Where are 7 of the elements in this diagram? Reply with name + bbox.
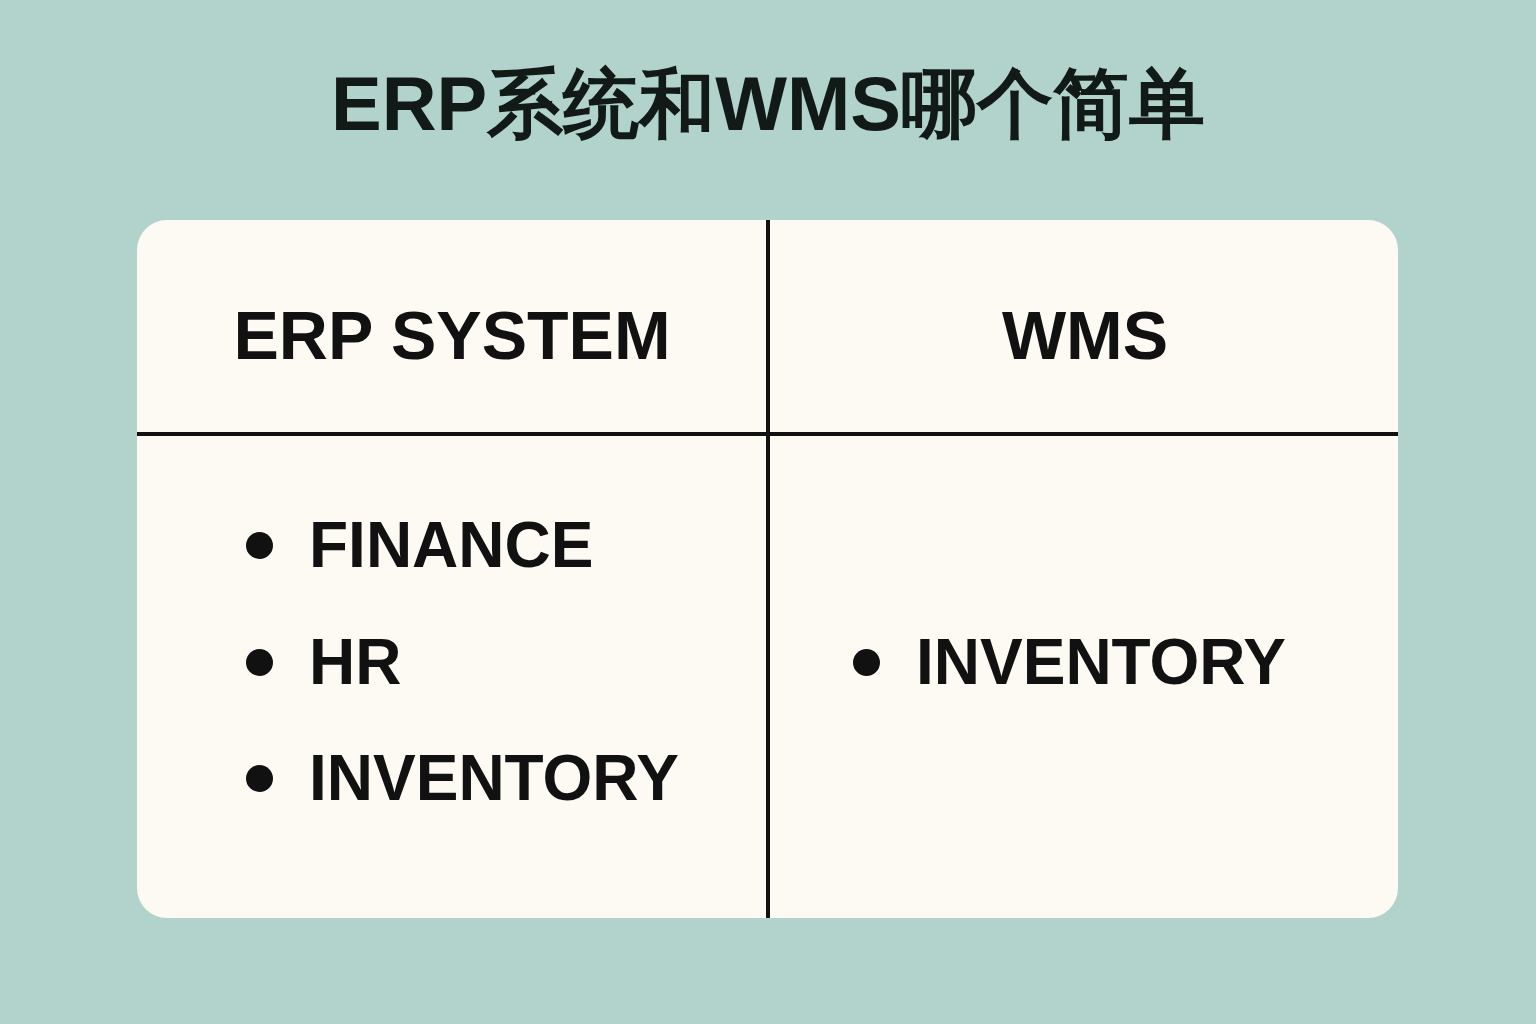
column-header: WMS <box>1001 296 1169 374</box>
list-item: INVENTORY <box>309 741 679 815</box>
list-item: INVENTORY <box>916 625 1286 699</box>
title: ERP系统和WMS哪个简单 <box>330 62 1206 146</box>
column-header: ERP SYSTEM <box>233 296 671 374</box>
list-item: HR <box>309 625 402 699</box>
list-item: FINANCE <box>309 508 594 582</box>
